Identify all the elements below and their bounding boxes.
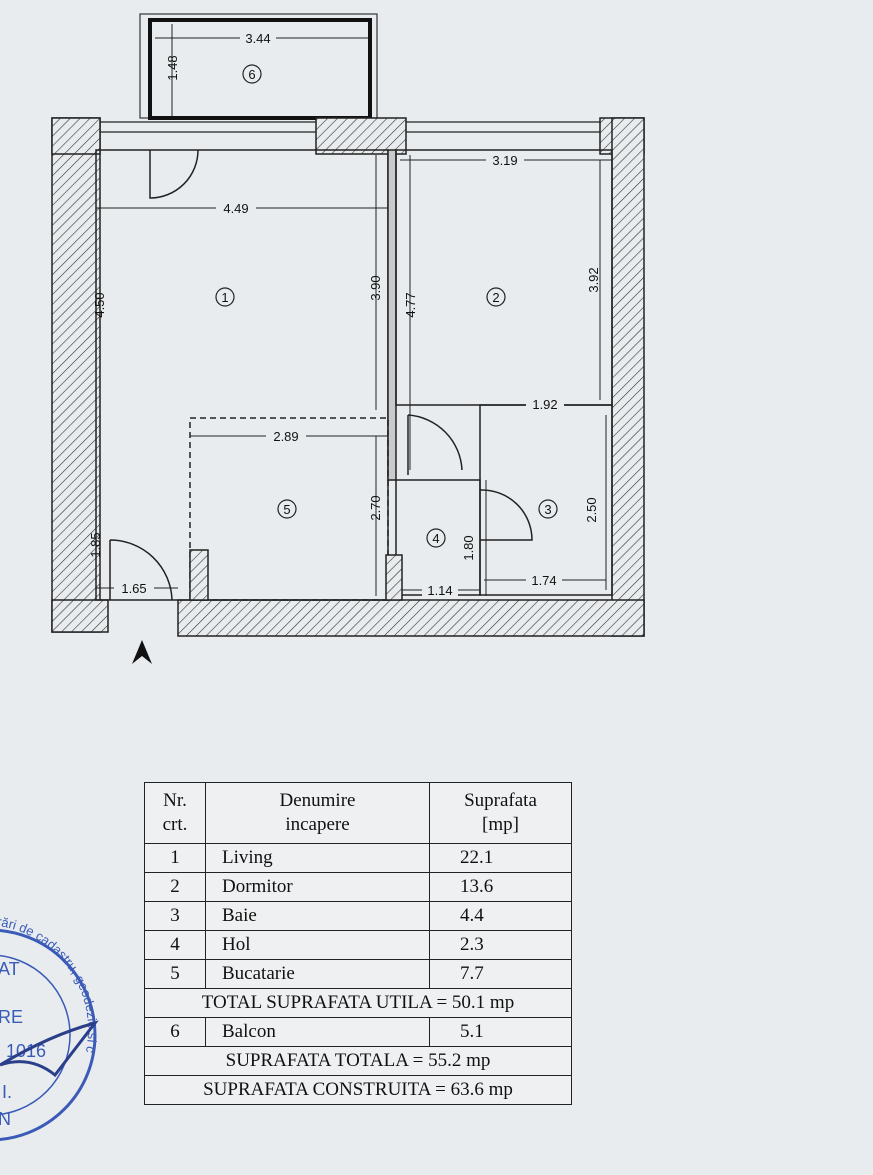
header-area: Suprafata [mp]	[429, 782, 572, 844]
room-number-living: 1	[221, 290, 228, 305]
dim-bath-top-width: 1.92	[532, 397, 557, 412]
total-utila-row: TOTAL SUPRAFATA UTILA = 50.1 mp	[144, 988, 572, 1018]
stamp-ring-text: crări de cadastru, geodezie și cartograf…	[0, 905, 100, 1055]
dim-balcony-width: 3.44	[245, 31, 270, 46]
row-nr: 2	[144, 872, 206, 902]
row-name: Hol	[205, 930, 430, 960]
suprafata-totala: SUPRAFATA TOTALA = 55.2 mp	[144, 1046, 572, 1076]
row-name: Balcon	[205, 1017, 430, 1047]
header-name-line1: Denumire	[279, 790, 356, 811]
header-name: Denumire incapere	[205, 782, 430, 844]
exterior-walls	[51, 117, 645, 637]
stamp-line: I.	[2, 1082, 12, 1102]
dim-balcony-depth: 1.48	[165, 55, 180, 80]
room-number-balcony: 6	[248, 67, 255, 82]
table-row: 3 Baie 4.4	[144, 901, 572, 931]
dim-living-width: 4.49	[223, 201, 248, 216]
row-name: Bucatarie	[205, 959, 430, 989]
dim-bath-height: 2.50	[584, 497, 599, 522]
header-nr-line1: Nr.	[163, 790, 187, 811]
arrow-up-icon	[132, 640, 152, 664]
dim-kitchen-width: 2.89	[273, 429, 298, 444]
table-row: 4 Hol 2.3	[144, 930, 572, 960]
header-area-line2: [mp]	[482, 814, 519, 835]
table-row: 1 Living 22.1	[144, 843, 572, 873]
header-name-line2: incapere	[285, 814, 350, 835]
row-nr: 1	[144, 843, 206, 873]
room-number-bath: 3	[544, 502, 551, 517]
row-area: 2.3	[429, 930, 572, 960]
doors	[109, 149, 533, 601]
row-name: Baie	[205, 901, 430, 931]
row-name: Dormitor	[205, 872, 430, 902]
room-number-kitchen: 5	[283, 502, 290, 517]
dim-entry-height: 1.85	[88, 532, 103, 557]
dimension-lines	[95, 24, 612, 600]
floor-plan: 3.44 1.48 4.49 4.50 3.90 3.19 4.77 3.92 …	[51, 13, 645, 664]
row-nr: 4	[144, 930, 206, 960]
room-number-hall: 4	[432, 531, 439, 546]
table-row: 5 Bucatarie 7.7	[144, 959, 572, 989]
dimension-labels: 3.44 1.48 4.49 4.50 3.90 3.19 4.77 3.92 …	[88, 30, 601, 598]
header-area-line1: Suprafata	[464, 790, 537, 811]
row-name: Living	[205, 843, 430, 873]
stamp-line: RE	[0, 1007, 23, 1027]
balcony	[139, 13, 378, 120]
dim-hall-width: 1.14	[427, 583, 452, 598]
table-row: 2 Dormitor 13.6	[144, 872, 572, 902]
dim-living-inner-height: 3.90	[368, 275, 383, 300]
suprafata-construita-row: SUPRAFATA CONSTRUITA = 63.6 mp	[144, 1075, 572, 1105]
room-number-labels: 6 1 2 3 4 5	[221, 67, 551, 546]
row-area: 13.6	[429, 872, 572, 902]
window-strip	[100, 121, 600, 133]
dim-entry-width: 1.65	[121, 581, 146, 596]
dim-bath-width: 1.74	[531, 573, 556, 588]
suprafata-totala-row: SUPRAFATA TOTALA = 55.2 mp	[144, 1046, 572, 1076]
stamp-line: AT	[0, 959, 20, 979]
row-area: 22.1	[429, 843, 572, 873]
row-nr: 6	[144, 1017, 206, 1047]
svg-text:crări de cadastru, geodezie și: crări de cadastru, geodezie și cartograf…	[0, 905, 100, 1055]
room-numbers	[215, 64, 558, 548]
dim-bedroom-width: 3.19	[492, 153, 517, 168]
row-area: 4.4	[429, 901, 572, 931]
room-number-bedroom: 2	[492, 290, 499, 305]
dim-kitchen-height: 2.70	[368, 495, 383, 520]
suprafata-construita: SUPRAFATA CONSTRUITA = 63.6 mp	[144, 1075, 572, 1105]
dim-hall-height: 1.80	[461, 535, 476, 560]
table-row: 6 Balcon 5.1	[144, 1017, 572, 1047]
row-nr: 3	[144, 901, 206, 931]
header-nr: Nr. crt.	[144, 782, 206, 844]
area-table: Nr. crt. Denumire incapere Suprafata [mp…	[144, 782, 572, 1105]
row-nr: 5	[144, 959, 206, 989]
stamp-line: N	[0, 1109, 11, 1129]
interior-walls	[95, 149, 613, 601]
total-utila: TOTAL SUPRAFATA UTILA = 50.1 mp	[144, 988, 572, 1018]
dim-bedroom-height-right: 3.92	[586, 267, 601, 292]
official-stamp: crări de cadastru, geodezie și cartograf…	[0, 905, 100, 1141]
row-area: 5.1	[429, 1017, 572, 1047]
header-nr-line2: crt.	[162, 814, 188, 835]
table-header: Nr. crt. Denumire incapere Suprafata [mp…	[144, 782, 572, 844]
row-area: 7.7	[429, 959, 572, 989]
dim-bedroom-height-left: 4.77	[403, 292, 418, 317]
dim-living-height: 4.50	[92, 292, 107, 317]
